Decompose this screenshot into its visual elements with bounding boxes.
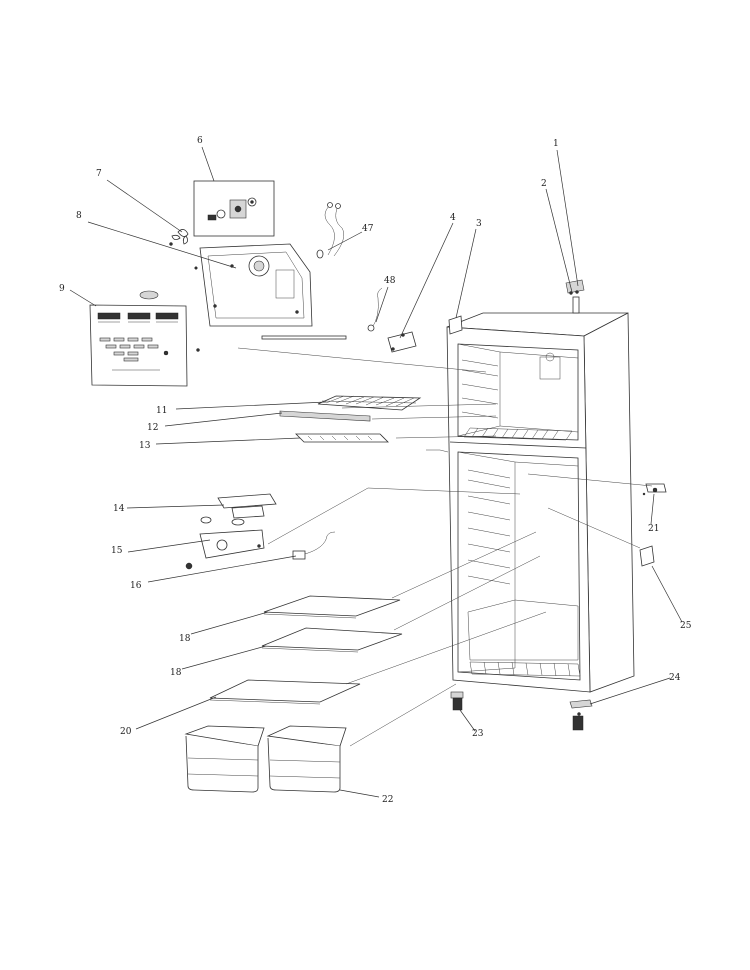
callout-24: 24 [669,673,681,683]
callout-25: 25 [680,621,692,631]
crisper-drawer-left [184,725,265,793]
callout-12: 12 [147,423,158,433]
callout-21: 21 [648,524,659,534]
callout-3: 3 [476,219,482,229]
crisper-cover [209,679,361,703]
evaporator-cover [194,243,313,327]
refrigerator-cabinet [426,312,635,693]
callout-2: 2 [541,179,547,189]
callout-18-lower: 18 [170,668,182,678]
leader-lines [69,146,683,798]
callout-22: 22 [382,795,393,805]
fan-blade [169,229,189,246]
middle-hinge [642,483,667,496]
crisper-drawer-right [266,725,347,793]
callout-11: 11 [156,406,167,416]
callout-15: 15 [111,546,123,556]
callout-47: 47 [362,224,374,234]
callout-6: 6 [197,136,203,146]
defrost-heater [261,287,383,340]
hinge-cover [448,315,463,335]
ice-tray [295,433,389,443]
callout-23: 23 [472,729,484,739]
air-duct-panel [89,290,200,387]
callout-8: 8 [76,211,82,221]
glass-shelf-middle [261,627,403,651]
leveling-foot-left [450,691,464,711]
callout-13: 13 [139,441,151,451]
glass-shelf-upper [263,595,401,617]
side-bracket [639,545,655,567]
callout-4: 4 [450,213,456,223]
fan-motor-group [193,180,275,237]
callout-16: 16 [130,581,142,591]
freezer-wire-shelf [317,395,422,411]
callout-18-upper: 18 [179,634,191,644]
thermostat-housing [185,516,265,570]
callout-20: 20 [120,727,132,737]
shelf-support-bar [279,410,371,422]
control-box [387,331,417,353]
callout-9: 9 [59,284,65,294]
wire-harness [324,204,344,257]
callout-numbers: 1 2 3 4 6 7 8 9 47 48 11 12 13 14 15 16 … [59,136,692,805]
callout-7: 7 [96,169,102,179]
thermostat [292,531,336,560]
leveling-foot-right [569,699,593,731]
callout-14: 14 [113,504,125,514]
lamp-cover [217,493,277,519]
callout-1: 1 [553,139,559,149]
top-hinge-assembly [565,279,585,314]
callout-48: 48 [384,276,396,286]
